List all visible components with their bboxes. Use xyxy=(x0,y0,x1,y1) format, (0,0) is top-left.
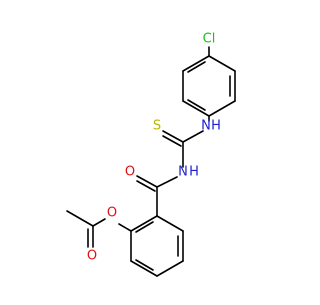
bond xyxy=(208,100,236,117)
bond xyxy=(162,135,182,147)
bond xyxy=(136,180,156,192)
amide-nitrogen-label: N xyxy=(178,165,188,180)
bond-inner xyxy=(135,259,154,271)
bond xyxy=(182,55,210,72)
bond xyxy=(182,100,210,117)
bond xyxy=(182,130,204,143)
bond xyxy=(208,55,236,72)
bond xyxy=(156,176,178,188)
bond xyxy=(118,223,132,232)
bond xyxy=(156,215,184,232)
bond xyxy=(156,260,184,277)
ester-oxygen-label: O xyxy=(107,206,117,221)
sulfur-atom-label: S xyxy=(153,119,161,134)
bond xyxy=(162,130,184,143)
amide-oxygen-label: O xyxy=(125,165,135,180)
bond xyxy=(130,215,158,232)
bond-inner xyxy=(187,99,206,111)
carbonyl-oxygen-label: O xyxy=(87,249,97,264)
chlorine-atom-label: Cl xyxy=(203,32,216,47)
bond-inner xyxy=(187,61,206,73)
bonds xyxy=(66,46,236,277)
bond-inner xyxy=(135,221,154,233)
atom-labels: Cl N H S N H O O O xyxy=(87,32,221,264)
bond xyxy=(66,210,94,227)
bond xyxy=(92,218,106,227)
bond xyxy=(130,260,158,277)
molecule-structure: Cl N H S N H O O O xyxy=(66,32,236,277)
molecule-structure-canvas: Cl N H S N H O O O xyxy=(66,32,236,277)
amide-hydrogen-label: H xyxy=(189,165,199,180)
amine-hydrogen-label: H xyxy=(211,119,221,134)
amine-nitrogen-label: N xyxy=(201,119,211,134)
bond xyxy=(136,175,158,188)
